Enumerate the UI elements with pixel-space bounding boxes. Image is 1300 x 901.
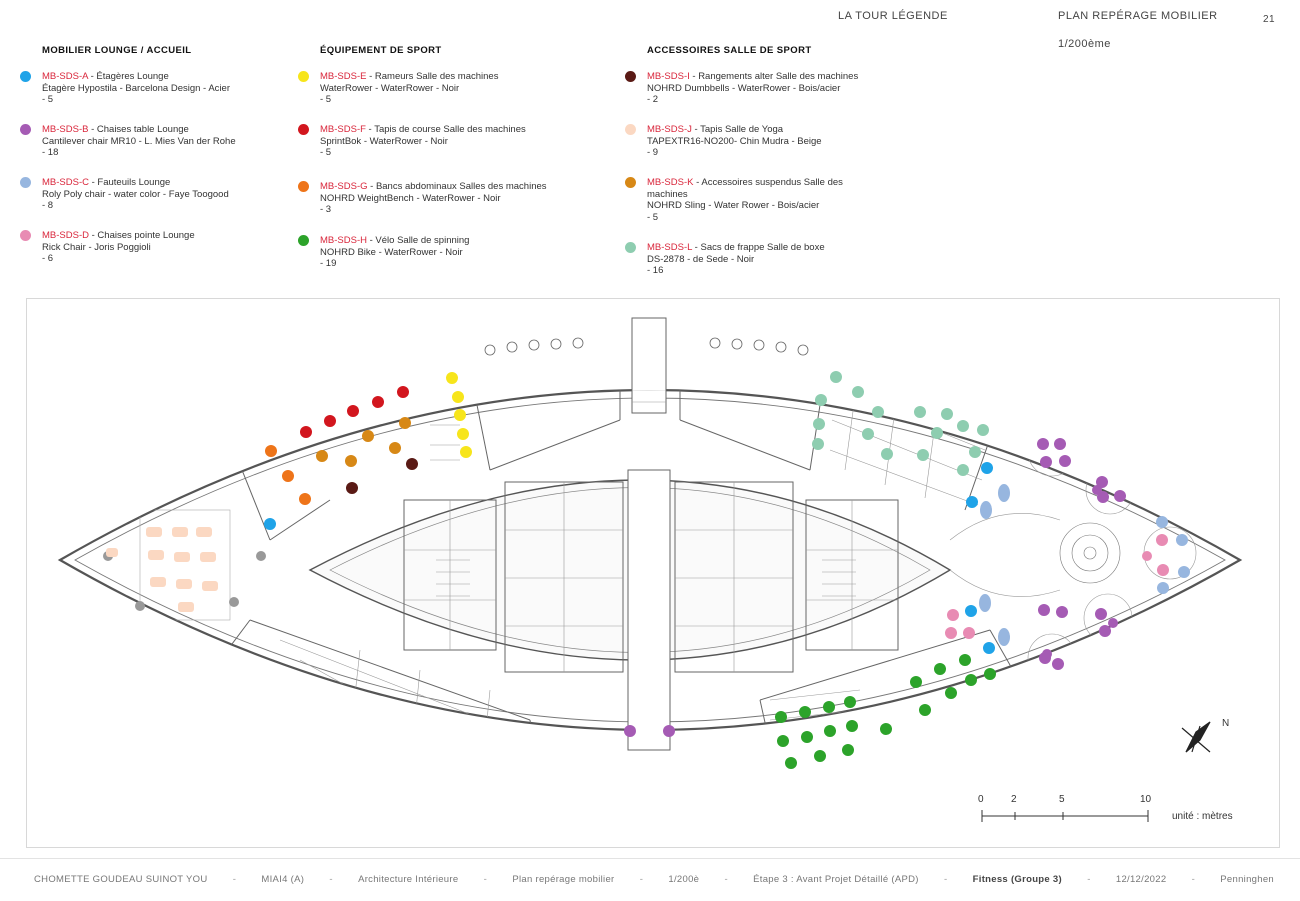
central-corridor: [627, 469, 671, 751]
floor-plan-frame: [26, 298, 1280, 848]
color-dot-d: [20, 230, 31, 241]
footer-document: Plan repérage mobilier: [512, 874, 615, 885]
footer-group: Fitness (Groupe 3): [972, 874, 1062, 885]
color-dot-h: [298, 235, 309, 246]
scale-tick-0: 0: [978, 794, 984, 805]
color-dot-b: [20, 124, 31, 135]
legend-item-c: MB-SDS-C - Fauteuils Lounge Roly Poly ch…: [20, 177, 322, 212]
footer-date: 12/12/2022: [1115, 874, 1167, 885]
legend-item-i: MB-SDS-I - Rangements alter Salle des ma…: [625, 71, 927, 106]
scale-tick-10: 10: [1140, 794, 1152, 805]
facade-outer: [57, 389, 1243, 731]
scale-tick-5: 5: [1059, 794, 1065, 805]
scale-tick-2: 2: [1011, 794, 1017, 805]
building-name: LA TOUR LÉGENDE: [838, 10, 948, 22]
facade-inner: [74, 397, 1226, 723]
scale-unit: unité : mètres: [1172, 811, 1233, 822]
legend-item-d: MB-SDS-D - Chaises pointe Lounge Rick Ch…: [20, 230, 322, 265]
footer-school: Penninghen: [1220, 874, 1274, 885]
page-number: 21: [1263, 14, 1276, 25]
color-dot-e: [298, 71, 309, 82]
footer-discipline: Architecture Intérieure: [358, 874, 459, 885]
legend-item-a: MB-SDS-A - Étagères Lounge Étagère Hypos…: [20, 71, 322, 106]
core-inner: [329, 487, 931, 653]
legend-item-g: MB-SDS-G - Bancs abdominaux Salles des m…: [298, 181, 600, 216]
legend-item-f: MB-SDS-F - Tapis de course Salle des mac…: [298, 124, 600, 159]
scale-bar: [981, 810, 1149, 822]
color-dot-g: [298, 181, 309, 192]
legend-category-accessories: ACCESSOIRES SALLE DE SPORT: [647, 45, 812, 56]
legend-item-h: MB-SDS-H - Vélo Salle de spinning NOHRD …: [298, 235, 600, 270]
north-label: N: [1222, 718, 1230, 729]
north-arrow-icon: [1181, 721, 1211, 753]
legend-item-e: MB-SDS-E - Rameurs Salle des machines Wa…: [298, 71, 600, 106]
legend-category-lounge: MOBILIER LOUNGE / ACCUEIL: [42, 45, 192, 56]
stair-north: [631, 317, 667, 414]
legend-item-l: MB-SDS-L - Sacs de frappe Salle de boxe …: [625, 242, 927, 277]
plan-title: PLAN REPÉRAGE MOBILIER: [1058, 10, 1218, 22]
footer-phase: Étape 3 : Avant Projet Détaillé (APD): [753, 874, 919, 885]
color-dot-j: [625, 124, 636, 135]
footer-authors: CHOMETTE GOUDEAU SUINOT YOU: [34, 874, 208, 885]
legend-item-b: MB-SDS-B - Chaises table Lounge Cantilev…: [20, 124, 322, 159]
legend-item-j: MB-SDS-J - Tapis Salle de Yoga TAPEXTR16…: [625, 124, 927, 159]
footer-divider: [0, 858, 1300, 859]
color-dot-k: [625, 177, 636, 188]
footer: CHOMETTE GOUDEAU SUINOT YOU - MIAI4 (A) …: [34, 874, 1274, 885]
color-dot-f: [298, 124, 309, 135]
footer-class: MIAI4 (A): [261, 874, 305, 885]
color-dot-a: [20, 71, 31, 82]
plan-scale: 1/200ème: [1058, 38, 1111, 50]
legend-item-k: MB-SDS-K - Accessoires suspendus Salle d…: [625, 177, 927, 223]
color-dot-i: [625, 71, 636, 82]
legend-category-sport: ÉQUIPEMENT DE SPORT: [320, 45, 442, 56]
color-dot-c: [20, 177, 31, 188]
footer-scale: 1/200è: [668, 874, 700, 885]
color-dot-l: [625, 242, 636, 253]
